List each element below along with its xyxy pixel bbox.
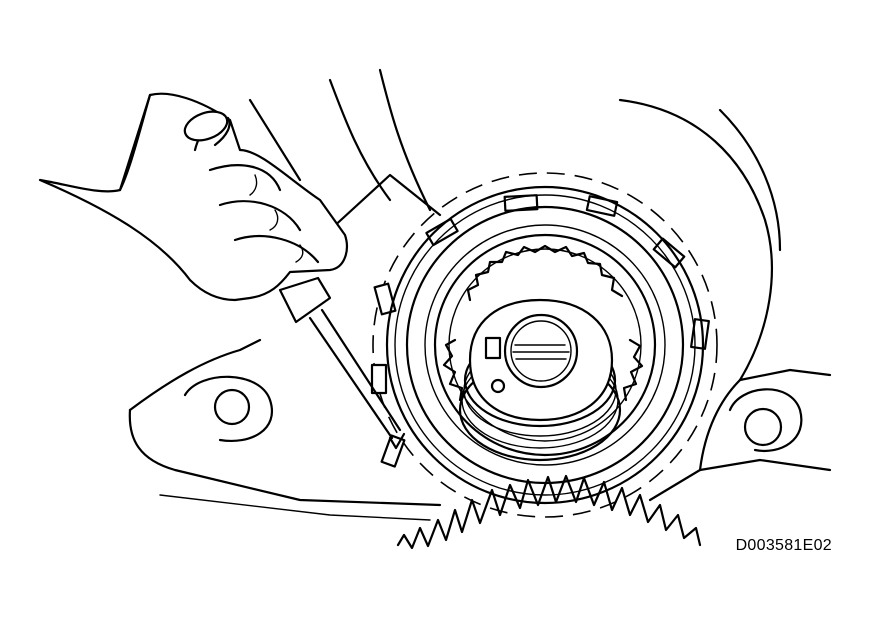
splined-hub [442, 244, 644, 462]
hand [38, 92, 348, 302]
clutch-drum-assembly [370, 172, 718, 518]
left-mounting-boss [183, 375, 273, 443]
ring-gear [396, 474, 702, 550]
figure-code: D003581E02 [735, 537, 832, 554]
transmission-case [128, 68, 832, 521]
screwdriver-tool [278, 276, 406, 450]
right-mounting-boss [728, 388, 803, 453]
